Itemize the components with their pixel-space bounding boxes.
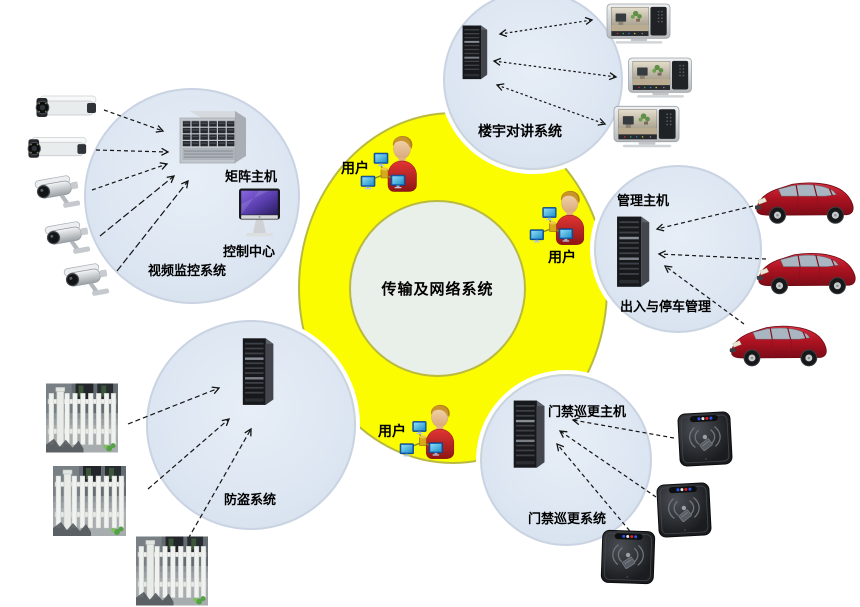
camera-device xyxy=(27,135,91,162)
fence-photo xyxy=(136,536,208,606)
intercom-panel-device xyxy=(626,57,695,99)
user-person-icon xyxy=(398,402,466,464)
user-figure xyxy=(360,133,428,197)
cctv-camera-icon xyxy=(35,94,101,121)
card-reader-icon xyxy=(598,527,658,587)
user-person-icon xyxy=(528,188,596,250)
access-host-label: 门禁巡更主机 xyxy=(548,404,627,419)
network-core-label: 传输及网络系统 xyxy=(381,281,494,298)
network-core-circle: 传输及网络系统 xyxy=(349,200,526,377)
card-reader-device xyxy=(675,409,736,470)
video-system-label: 视频监控系统 xyxy=(148,263,227,278)
card-reader-device xyxy=(598,527,658,587)
parking-system-label: 出入与停车管理 xyxy=(620,299,712,314)
car-device xyxy=(751,244,860,297)
car-icon xyxy=(751,244,860,297)
control-center-label: 控制中心 xyxy=(223,244,276,259)
user-label: 用户 xyxy=(378,423,406,439)
perimeter-fence-image xyxy=(53,466,126,536)
card-reader-device xyxy=(654,480,715,541)
intercom-host-device xyxy=(455,22,493,80)
user-person-icon xyxy=(360,133,428,197)
tower-server-icon xyxy=(455,22,493,80)
imac-monitor-icon xyxy=(237,187,282,240)
intercom-panel-device xyxy=(605,3,673,45)
camera-device xyxy=(35,94,101,121)
control-center-device xyxy=(237,187,282,240)
user-label: 用户 xyxy=(341,160,369,176)
matrix-chassis-icon xyxy=(174,108,248,165)
fence-photo xyxy=(53,466,126,536)
antitheft-host-device xyxy=(235,334,279,406)
access-patrol-circle xyxy=(480,374,652,546)
intercom-panel-device xyxy=(613,105,681,149)
matrix-host-device xyxy=(174,108,248,165)
card-reader-icon xyxy=(654,480,715,541)
perimeter-fence-image xyxy=(46,383,118,453)
user-figure xyxy=(398,402,466,464)
tower-server-icon xyxy=(609,212,655,288)
car-icon xyxy=(748,174,860,226)
video-intercom-panel-icon xyxy=(613,105,681,149)
matrix-host-label: 矩阵主机 xyxy=(225,169,278,184)
perimeter-fence-image xyxy=(136,536,208,606)
car-icon xyxy=(724,315,832,371)
antitheft-system-label: 防盗系统 xyxy=(224,492,277,507)
user-label: 用户 xyxy=(548,249,576,265)
video-intercom-panel-icon xyxy=(605,3,673,45)
tower-server-icon xyxy=(235,334,279,406)
card-reader-icon xyxy=(675,409,736,470)
tower-server-icon xyxy=(506,395,550,470)
access-system-label: 门禁巡更系统 xyxy=(528,511,607,526)
access-host-device xyxy=(506,395,550,470)
intercom-system-label: 楼宇对讲系统 xyxy=(478,123,562,139)
car-device xyxy=(748,174,860,226)
user-figure xyxy=(528,188,596,250)
fence-photo xyxy=(46,383,118,453)
parking-host-device xyxy=(609,212,655,288)
parking-host-label: 管理主机 xyxy=(617,193,670,208)
car-device xyxy=(724,315,832,371)
video-intercom-panel-icon xyxy=(626,57,695,99)
cctv-camera-icon xyxy=(27,135,91,162)
